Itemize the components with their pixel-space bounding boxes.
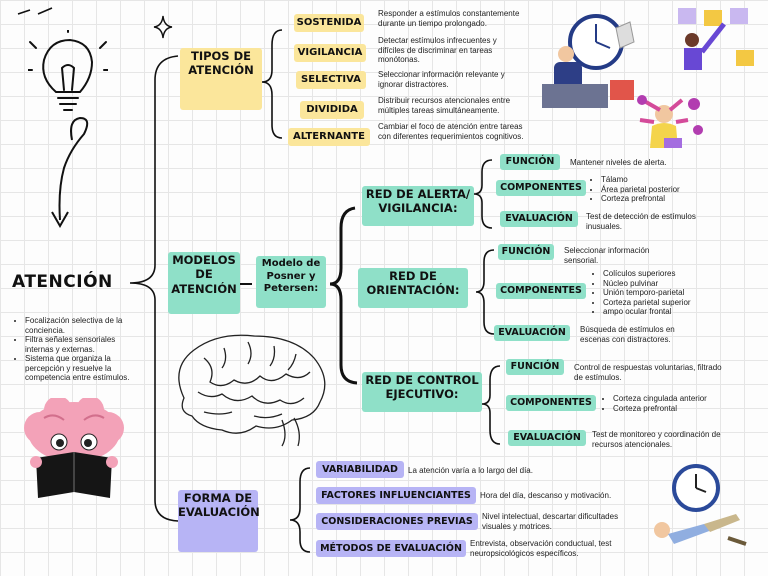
eval-consideraciones-desc: Nivel intelectual, descartar dificultade… [482,512,619,531]
definition-item: Focalización selectiva de la conciencia. [25,316,138,335]
red-orientacion-componentes-list: Colículos superiores Núcleo pulvinar Uni… [594,269,714,317]
brain-diagram [178,334,326,447]
person-clock-illustration [542,14,635,108]
tipos-atencion-text: TIPOS DE ATENCIÓN [188,49,254,78]
eval-factores: FACTORES INFLUENCIANTES [316,487,476,504]
red-orientacion-funcion-label: FUNCIÓN [498,244,554,260]
componente-item: Área parietal posterior [601,185,702,195]
lightbulb-icon [28,30,108,111]
definition-list: Focalización selectiva de la conciencia.… [16,316,138,383]
red-alerta-vigilancia: RED DE ALERTA/ VIGILANCIA: [362,186,474,226]
tipo-alternante-desc: Cambiar el foco de atención entre tareas… [378,122,524,141]
red-alerta-funcion-label: FUNCIÓN [500,154,560,170]
forma-evaluacion-label: FORMA DE EVALUACIÓN [178,490,260,552]
tipos-atencion-label: TIPOS DE ATENCIÓN [180,48,262,110]
red-control-componentes-label: COMPONENTES [506,395,596,411]
red-alerta-evaluacion-label: EVALUACIÓN [500,211,578,227]
tipo-vigilancia-desc: Detectar estímulos infrecuentes y difíci… [378,36,497,64]
modelo-posner-petersen: Modelo de Posner y Petersen: [256,256,326,308]
red-alerta-evaluacion: Test de detección de estímulos inusuales… [586,212,696,231]
tipo-selectiva-desc: Seleccionar información relevante y igno… [378,70,505,89]
tipo-selectiva: SELECTIVA [296,71,366,89]
red-control-evaluacion-label: EVALUACIÓN [508,430,586,446]
red-alerta-componentes-label: COMPONENTES [496,180,586,196]
componente-item: Tálamo [601,175,702,185]
brain-character-illustration [24,398,124,498]
resting-person-clock-illustration [654,464,747,546]
eval-variabilidad-desc: La atención varía a lo largo del día. [408,466,533,475]
red-control-evaluacion: Test de monitoreo y coordinación de recu… [592,430,721,449]
sparkle-icon [153,15,173,39]
componente-item: Corteza cingulada anterior [613,394,734,404]
eval-metodos-desc: Entrevista, observación conductual, test… [470,539,612,558]
red-alerta-funcion: Mantener niveles de alerta. [570,158,667,167]
page-title: ATENCIÓN [12,272,113,292]
componente-item: ampo ocular frontal [603,307,714,317]
red-orientacion: RED DE ORIENTACIÓN: [358,268,468,308]
stressed-person-illustration [637,95,703,148]
tipo-alternante: ALTERNANTE [288,128,370,146]
red-orientacion-evaluacion: Búsqueda de estímulos en escenas con dis… [580,325,675,344]
definition-item: Filtra señales sensoriales internas y ex… [25,335,138,354]
red-orientacion-componentes-label: COMPONENTES [496,283,586,299]
red-control-funcion: Control de respuestas voluntarias, filtr… [574,363,722,382]
eval-consideraciones: CONSIDERACIONES PREVIAS [316,513,478,530]
tipo-dividida-desc: Distribuir recursos atencionales entre m… [378,96,511,115]
red-alerta-componentes-list: Tálamo Área parietal posterior Corteza p… [592,175,702,204]
componente-item: Colículos superiores [603,269,714,279]
red-orientacion-funcion: Seleccionar información sensorial. [564,246,650,265]
componente-item: Corteza prefrontal [601,194,702,204]
componente-item: Núcleo pulvinar [603,279,714,289]
eval-factores-desc: Hora del día, descanso y motivación. [480,491,612,500]
eval-metodos: MÉTODOS DE EVALUACIÓN [316,540,466,557]
tipo-sostenida: SOSTENIDA [294,14,364,32]
componente-item: Unión temporo-parietal [603,288,714,298]
modelos-atencion-label: MODELOS DE ATENCIÓN [168,252,240,314]
red-orientacion-evaluacion-label: EVALUACIÓN [494,325,570,341]
tipo-sostenida-desc: Responder a estímulos constantemente dur… [378,9,520,28]
red-control-funcion-label: FUNCIÓN [506,359,564,375]
componente-item: Corteza prefrontal [613,404,734,414]
red-control-componentes-list: Corteza cingulada anterior Corteza prefr… [604,394,734,413]
tipo-dividida: DIVIDIDA [300,101,364,119]
tipo-vigilancia: VIGILANCIA [294,44,366,62]
woman-sticky-notes-illustration [678,8,754,70]
componente-item: Corteza parietal superior [603,298,714,308]
definition-item: Sistema que organiza la percepción y res… [25,354,138,383]
scribble-icon [17,7,53,15]
eval-variabilidad: VARIABILIDAD [316,461,404,478]
red-control-ejecutivo: RED DE CONTROL EJECUTIVO: [362,372,482,412]
